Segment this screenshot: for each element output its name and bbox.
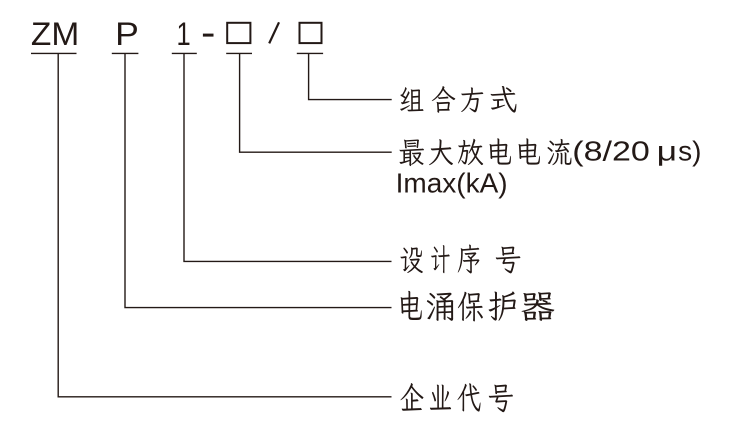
svg-text:ZM: ZM	[31, 16, 79, 52]
svg-text:(8/20: (8/20	[572, 136, 650, 167]
svg-text:P: P	[115, 16, 139, 52]
svg-text:Imax(kA): Imax(kA)	[396, 168, 508, 199]
svg-text:1: 1	[177, 16, 191, 52]
svg-text:s): s)	[678, 136, 701, 167]
svg-text:μ: μ	[657, 136, 678, 167]
